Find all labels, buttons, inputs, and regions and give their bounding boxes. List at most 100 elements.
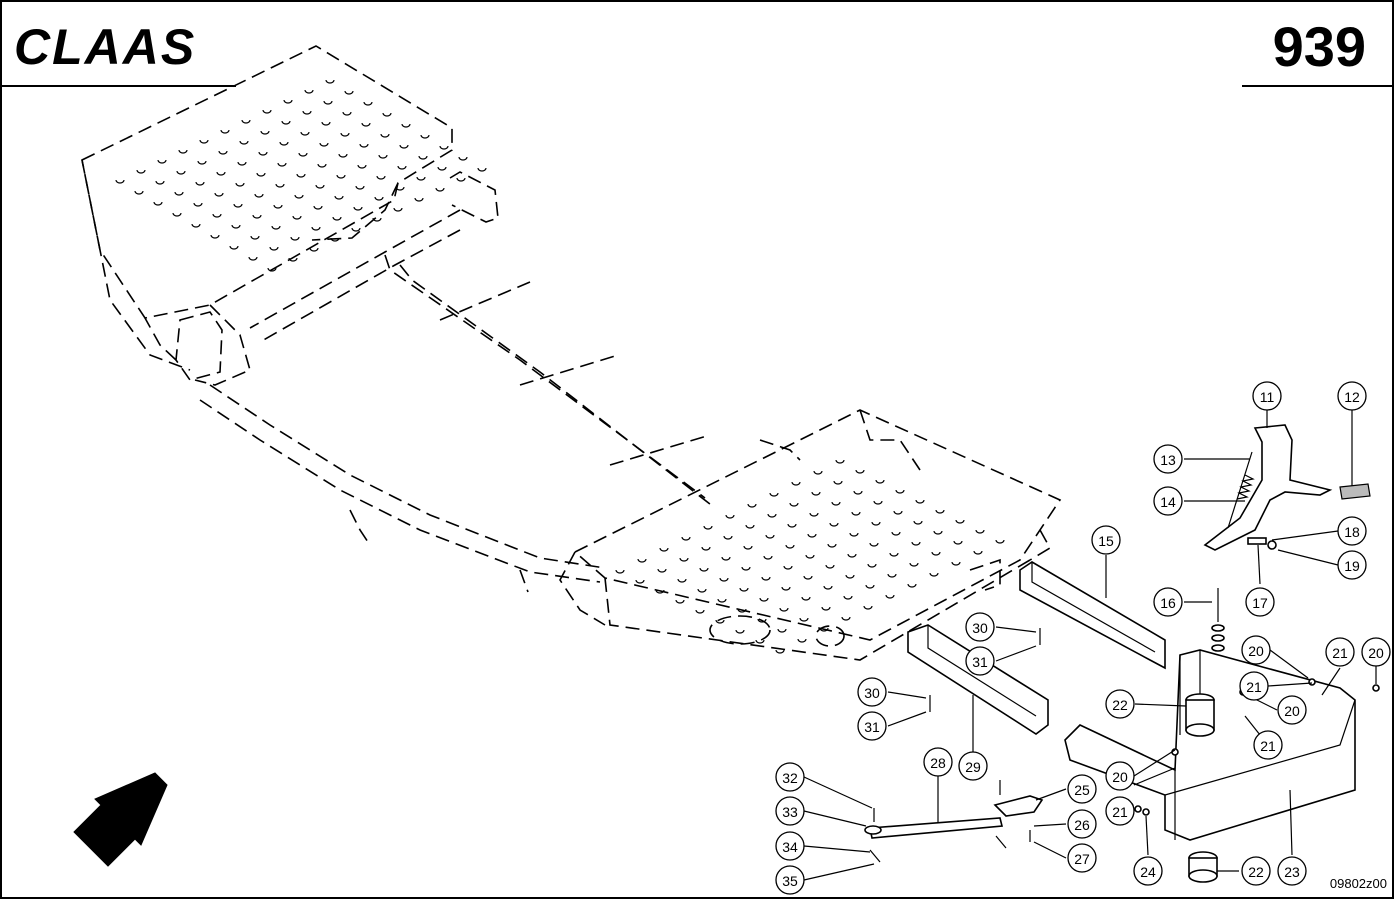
perforation-hole: [735, 629, 745, 634]
perforation-hole: [783, 565, 793, 570]
perforation-hole: [831, 501, 841, 506]
perforation-hole: [873, 500, 883, 505]
perforation-hole: [176, 170, 186, 175]
perforation-hole: [737, 608, 747, 613]
perforation-hole: [172, 212, 182, 217]
perforation-hole: [252, 214, 262, 219]
perforation-hole: [849, 532, 859, 537]
callout-circle: [1105, 761, 1135, 791]
callout-circle: [1067, 809, 1097, 839]
perforation-hole: [237, 161, 247, 166]
perforation-hole: [241, 119, 251, 124]
perforation-hole: [363, 101, 373, 106]
callout-label: 20: [1368, 645, 1384, 661]
perforation-hole: [395, 186, 405, 191]
perforation-hole: [357, 164, 367, 169]
perforation-hole: [416, 176, 426, 181]
callout-21: 21: [1105, 796, 1135, 826]
perforation-hole: [155, 180, 165, 185]
callout-circle: [1153, 444, 1183, 474]
perforation-hole: [723, 535, 733, 540]
callout-31: 31: [857, 711, 887, 741]
callout-circle: [1241, 635, 1271, 665]
perforation-hole: [191, 223, 201, 228]
perforation-hole: [823, 585, 833, 590]
perforation-hole: [220, 129, 230, 134]
perforation-hole: [351, 227, 361, 232]
perforation-hole: [699, 567, 709, 572]
callout-circle: [1337, 516, 1367, 546]
perforation-hole: [703, 525, 713, 530]
callout-20: 20: [1277, 695, 1307, 725]
perforation-hole: [799, 617, 809, 622]
callout-22: 22: [1105, 689, 1135, 719]
callout-label: 17: [1252, 595, 1268, 611]
bushing-22-top: [1185, 693, 1215, 737]
perforation-hole: [637, 558, 647, 563]
perforation-hole: [835, 459, 845, 464]
perforation-hole: [739, 587, 749, 592]
perforation-hole: [296, 173, 306, 178]
callout-circle: [775, 865, 805, 895]
perforation-hole: [847, 553, 857, 558]
callout-circle: [1105, 796, 1135, 826]
perforation-hole: [319, 142, 329, 147]
callout-label: 32: [782, 770, 798, 786]
perforation-hole: [887, 573, 897, 578]
perforation-hole: [376, 175, 386, 180]
perforation-hole: [325, 79, 335, 84]
perforation-hole: [248, 256, 258, 261]
rail-29: [907, 624, 1049, 735]
perforation-hole: [681, 536, 691, 541]
rail-15: [1019, 561, 1166, 670]
perforation-hole: [717, 598, 727, 603]
perforation-hole: [290, 236, 300, 241]
callout-circle: [857, 711, 887, 741]
callout-circle: [965, 612, 995, 642]
perforation-hole: [231, 224, 241, 229]
callout-circle: [965, 646, 995, 676]
perforation-hole: [340, 132, 350, 137]
perforation-hole: [401, 123, 411, 128]
callout-26: 26: [1067, 809, 1097, 839]
perforation-hole: [843, 595, 853, 600]
drawing-reference: 09802z00: [1330, 876, 1387, 891]
perforation-hole: [797, 638, 807, 643]
perforation-hole: [893, 510, 903, 515]
perforation-hole: [344, 90, 354, 95]
perforation-hole: [380, 133, 390, 138]
perforation-hole: [288, 257, 298, 262]
perforation-hole: [311, 226, 321, 231]
callout-circle: [1252, 381, 1282, 411]
callout-circle: [1241, 856, 1271, 886]
callout-label: 31: [972, 654, 988, 670]
perforation-hole: [867, 563, 877, 568]
pin-17-18-19: [1247, 537, 1277, 550]
perforation-hole: [275, 183, 285, 188]
perforation-hole: [178, 149, 188, 154]
perforation-hole: [973, 550, 983, 555]
perforation-hole: [317, 163, 327, 168]
callout-circle: [775, 762, 805, 792]
perforation-hole: [477, 167, 487, 172]
perforation-hole: [777, 628, 787, 633]
perforation-hole: [174, 191, 184, 196]
perforation-hole: [254, 193, 264, 198]
callout-label: 25: [1074, 782, 1090, 798]
perforation-hole: [891, 531, 901, 536]
perforation-hole: [655, 589, 665, 594]
callout-circle: [1153, 486, 1183, 516]
perforation-hole: [743, 545, 753, 550]
bolt-16: [1211, 588, 1225, 652]
perforation-hole: [210, 234, 220, 239]
perforation-hole: [951, 561, 961, 566]
perforation-hole: [741, 566, 751, 571]
callout-21: 21: [1325, 637, 1355, 667]
callout-circle: [1091, 525, 1121, 555]
callout-circle: [923, 747, 953, 777]
perforation-hole: [393, 207, 403, 212]
perforation-hole: [334, 195, 344, 200]
small-fasteners: [869, 628, 1380, 863]
lever-25: [993, 795, 1044, 817]
